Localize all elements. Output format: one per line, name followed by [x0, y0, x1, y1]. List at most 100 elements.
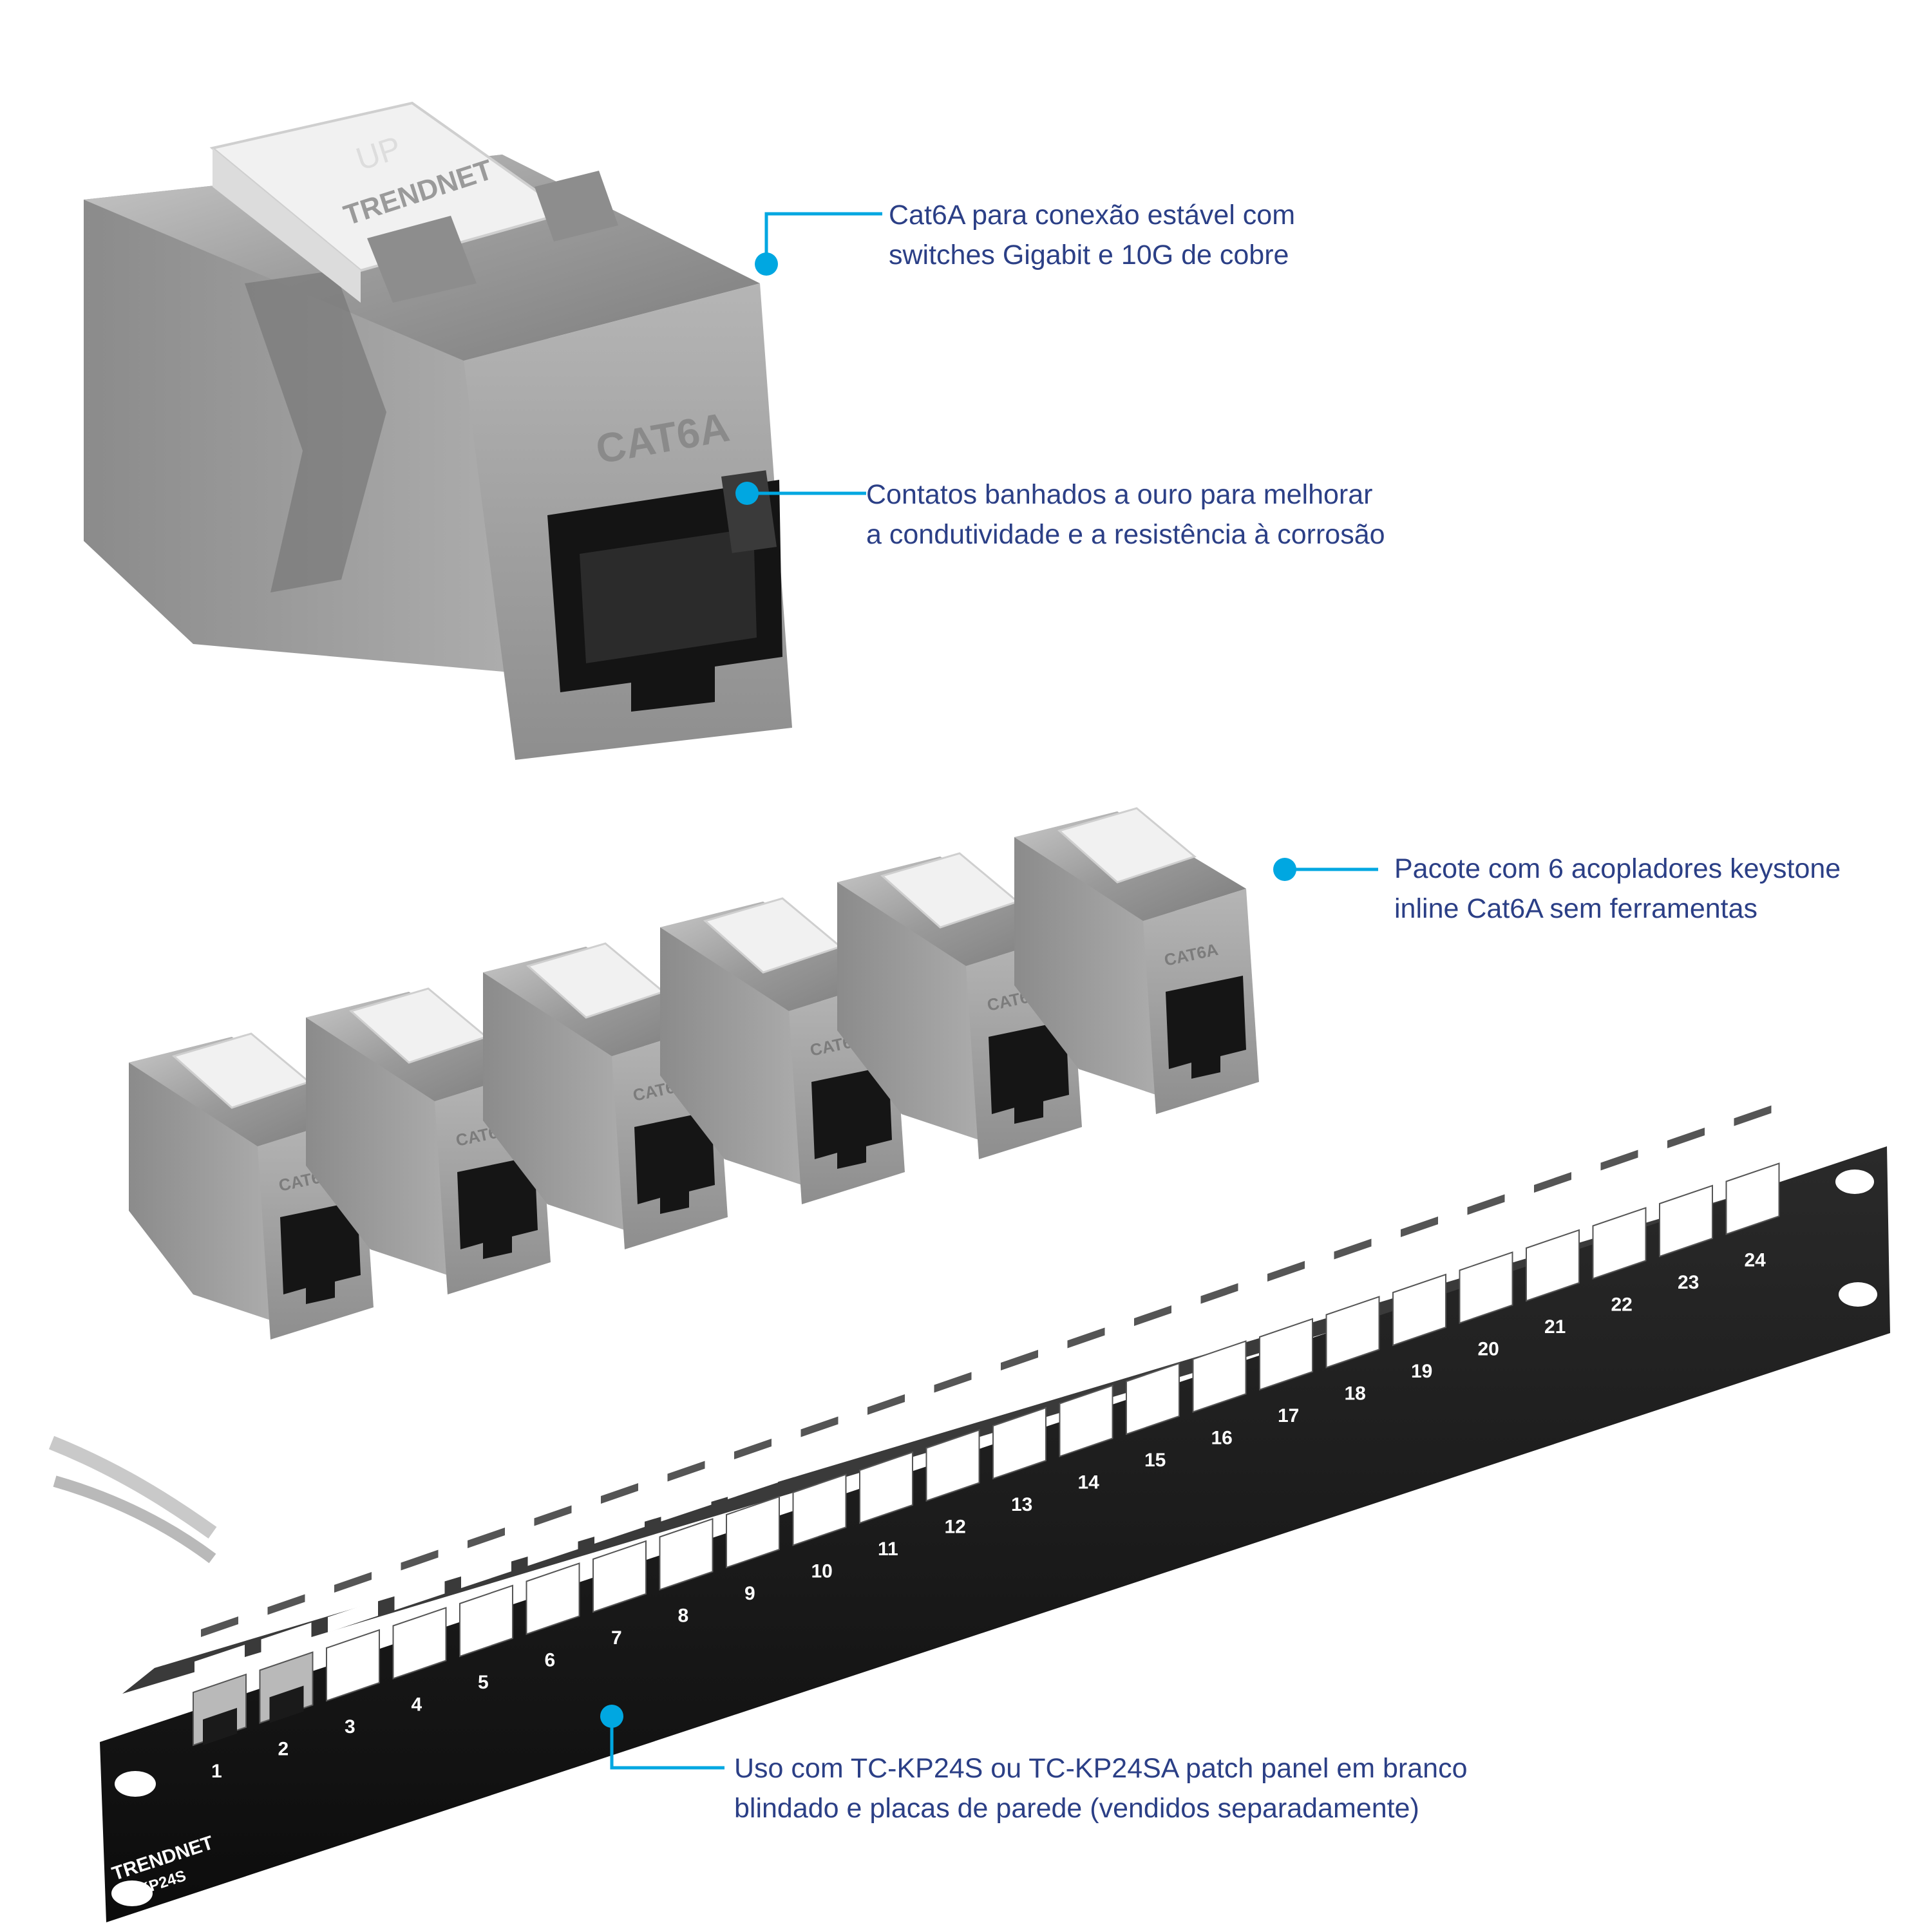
callout-1-line1: Cat6A para conexão estável com [889, 200, 1296, 231]
empty-slot [859, 1451, 913, 1524]
port-label-strip [1194, 1311, 1245, 1344]
port-label-strip [1528, 1200, 1578, 1233]
panel-port-22: 22 [1592, 1150, 1647, 1316]
port-number: 4 [412, 1694, 422, 1716]
network-cable [48, 1435, 217, 1539]
panel-port-15: 15 [1126, 1305, 1180, 1471]
rear-slot [334, 1572, 372, 1593]
port-number: 20 [1478, 1339, 1499, 1360]
mount-hole-2 [111, 1880, 153, 1906]
large-keystone-jack: UP TRENDNET CAT6A [84, 101, 792, 760]
port-label-strip [1327, 1267, 1378, 1300]
empty-slot [726, 1495, 780, 1569]
empty-slot [1659, 1184, 1713, 1258]
panel-port-1: 1 [193, 1616, 247, 1782]
latch-clip-left [367, 216, 477, 303]
empty-slot [659, 1518, 714, 1591]
port-label-strip [394, 1578, 445, 1611]
panel-port-14: 14 [1059, 1327, 1113, 1493]
rear-slot [1667, 1128, 1705, 1148]
port-number: 19 [1411, 1361, 1432, 1382]
panel-port-21: 21 [1526, 1172, 1580, 1338]
panel-port-8: 8 [659, 1461, 714, 1627]
port-label-strip [1394, 1245, 1444, 1277]
panel-port-13: 13 [992, 1350, 1046, 1515]
panel-port-12: 12 [925, 1372, 980, 1538]
mount-hole-1 [115, 1771, 156, 1797]
port-number: 8 [678, 1605, 689, 1627]
callout-2: Contatos banhados a ouro para melhorar a… [866, 475, 1385, 554]
panel-port-24: 24 [1725, 1105, 1780, 1271]
port-number: 12 [945, 1517, 966, 1538]
network-cable-2 [53, 1475, 216, 1564]
empty-slot [392, 1607, 447, 1680]
port-label-strip [994, 1378, 1045, 1410]
rear-slot [534, 1505, 572, 1526]
panel-port-4: 4 [392, 1549, 447, 1716]
port-number: 5 [478, 1672, 489, 1693]
port-label-strip [861, 1423, 911, 1455]
panel-port-10: 10 [792, 1416, 847, 1582]
panel-port-17: 17 [1259, 1261, 1313, 1426]
port-number: 6 [545, 1650, 556, 1671]
port-number: 21 [1544, 1316, 1566, 1338]
callout-4: Uso com TC-KP24S ou TC-KP24SA patch pane… [734, 1748, 1468, 1828]
small-jack-port [457, 1156, 538, 1259]
rear-slot [1534, 1172, 1571, 1193]
callout-1-leader [764, 212, 882, 264]
port-number: 2 [278, 1739, 289, 1760]
small-jack-port [811, 1066, 892, 1169]
port-number: 23 [1678, 1272, 1699, 1293]
callout-markers [600, 212, 1378, 1770]
port-number: 7 [611, 1627, 622, 1649]
empty-slot [792, 1473, 847, 1546]
rear-slot [667, 1461, 705, 1482]
panel-port-6: 6 [526, 1505, 580, 1671]
rear-slot [201, 1616, 238, 1637]
port-label-strip [927, 1400, 978, 1433]
port-number: 24 [1745, 1250, 1766, 1271]
callout-2-line2: a condutividade e a resistência à corros… [866, 519, 1385, 550]
panel-port-2: 2 [259, 1594, 314, 1760]
port-number: 11 [878, 1539, 898, 1560]
rear-slot [1334, 1238, 1372, 1260]
rear-slot [1600, 1150, 1638, 1171]
empty-slot [1392, 1273, 1446, 1347]
panel-port-16: 16 [1192, 1283, 1247, 1449]
panel-face [100, 1146, 1890, 1922]
rear-slot [468, 1528, 505, 1548]
empty-slot [526, 1562, 580, 1635]
small-jack-latch [1057, 807, 1197, 884]
small-keystone-1: CAT6A [129, 1032, 374, 1340]
port-number: 22 [1611, 1294, 1633, 1316]
empty-slot [925, 1429, 980, 1502]
callout-4-line1: Uso com TC-KP24S ou TC-KP24SA patch pane… [734, 1753, 1468, 1784]
latch-clip-right [535, 171, 618, 242]
port-label-strip [1061, 1356, 1112, 1388]
side-clip [245, 270, 386, 592]
rear-slot [1200, 1283, 1238, 1304]
port-label-strip [527, 1533, 578, 1566]
gold-contacts-window [721, 470, 777, 553]
port-label-strip [194, 1645, 245, 1677]
port-number: 10 [811, 1561, 833, 1582]
empty-slot [592, 1540, 647, 1613]
port-label-strip [1661, 1156, 1711, 1188]
port-number: 3 [345, 1716, 355, 1738]
empty-slot [1459, 1251, 1513, 1324]
callout-2-line1: Contatos banhados a ouro para melhorar [866, 479, 1373, 510]
installed-keystone-port [203, 1708, 237, 1745]
port-label-strip [728, 1467, 778, 1499]
rear-slot [1134, 1305, 1171, 1326]
panel-port-11: 11 [859, 1394, 913, 1560]
port-number: 17 [1278, 1405, 1299, 1426]
callout-3-line1: Pacote com 6 acopladores keystone [1394, 853, 1841, 884]
small-jack-port [280, 1201, 361, 1304]
port-label-strip [461, 1556, 511, 1588]
empty-slot [1526, 1229, 1580, 1302]
port-label-strip [594, 1511, 645, 1544]
callout-1-dot [755, 252, 778, 276]
rear-slot [1267, 1261, 1305, 1282]
